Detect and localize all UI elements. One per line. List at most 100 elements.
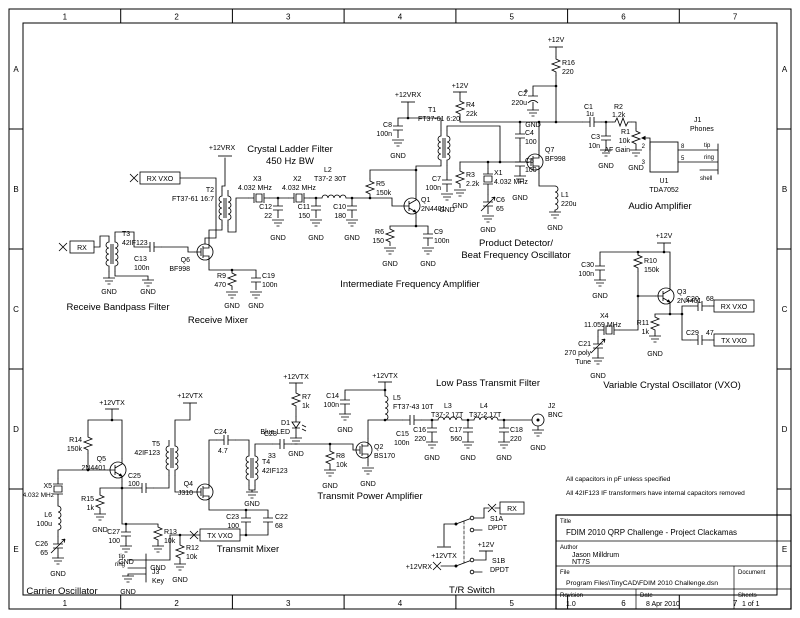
label-gnd: GND [647, 351, 663, 358]
transistor-Q3 [654, 283, 675, 309]
label-r14: R14 [69, 437, 82, 444]
label-1k: 1k [302, 403, 310, 410]
label-gnd: GND [360, 481, 376, 488]
label-100: 100 [227, 523, 239, 530]
label-100n: 100n [394, 440, 410, 447]
label-10k: 10k [164, 538, 176, 545]
label-470: 470 [214, 282, 226, 289]
label-1k: 1k [642, 329, 650, 336]
crystal-X2 [287, 192, 311, 204]
inductor-L2 [321, 194, 347, 199]
label-10k: 10k [619, 138, 631, 145]
revision-label: Revision [560, 593, 583, 599]
label-100n: 100n [134, 265, 150, 272]
label-r5: R5 [376, 181, 385, 188]
label-12v: +12V [548, 37, 565, 44]
file-label: File [560, 570, 570, 576]
label-gnd: GND [424, 455, 440, 462]
capacitor-C5 [514, 153, 526, 175]
label-gnd: GND [496, 455, 512, 462]
file-path: Program Files\TinyCAD\FDIM 2010 Challeng… [566, 580, 718, 587]
label-12vrx: +12VRX [395, 92, 422, 99]
transformer-T5 [165, 439, 179, 477]
label-rx-vxo: RX VXO [147, 176, 174, 183]
label-gnd: GND [172, 577, 188, 584]
label-100u: 100u [36, 521, 52, 528]
transformer-T3 [105, 235, 119, 273]
transistor-Q6 [193, 239, 214, 265]
border-col-bottom-4: 4 [398, 599, 403, 608]
resistor-R15 [95, 491, 105, 513]
label-150k: 150k [67, 446, 83, 453]
net-flag-12vrx [432, 561, 442, 571]
label-s1a: S1A [490, 516, 504, 523]
label-l4: L4 [480, 403, 488, 410]
label-gnd: GND [547, 225, 563, 232]
net-box-tx-vxo-out [713, 333, 755, 347]
label-150: 150 [372, 238, 384, 245]
label-22: 22 [264, 213, 272, 220]
label-x1: X1 [494, 170, 503, 177]
label-150: 150 [298, 213, 310, 220]
label-transmit-mixer: Transmit Mixer [217, 544, 279, 555]
resistor-R14 [83, 433, 93, 455]
resistor-R4 [455, 97, 465, 119]
capacitor-C17 [462, 419, 474, 441]
label-variable-crystal-oscillator-vxo: Variable Crystal Oscillator (VXO) [603, 380, 741, 391]
note-transformers: All 42IF123 IF transformers have interna… [566, 490, 745, 497]
label-180: 180 [334, 213, 346, 220]
resistor-R12 [175, 541, 185, 563]
title-block: Title FDIM 2010 QRP Challenge - Project … [555, 514, 792, 610]
label-s1b: S1B [492, 558, 506, 565]
capacitor-C23 [240, 509, 252, 531]
label-l3: L3 [444, 403, 452, 410]
label-c1: C1 [584, 104, 593, 111]
label-c4: C4 [525, 130, 534, 137]
label-rx: RX [507, 506, 517, 513]
capacitor-C4 [514, 125, 526, 147]
label-r12: R12 [186, 545, 199, 552]
label-47: 47 [706, 330, 714, 337]
label-12vrx: +12VRX [209, 145, 236, 152]
label-c9: C9 [434, 229, 443, 236]
label-ft37-61-6-20: FT37-61 6:20 [418, 116, 460, 123]
crystal-X3 [247, 192, 271, 204]
wires-transmit-mixer [127, 439, 273, 583]
label-2n4401: 2N4401 [421, 206, 446, 213]
border-col-top-4: 4 [398, 13, 403, 22]
sheets-label: Sheets [738, 593, 757, 599]
transistor-Q4 [193, 479, 214, 505]
resistor-R13 [153, 523, 163, 545]
label-65: 65 [40, 550, 48, 557]
label-dpdt: DPDT [488, 525, 508, 532]
label-42if123: 42IF123 [262, 468, 288, 475]
label-68: 68 [275, 523, 283, 530]
label-c28: C28 [264, 431, 277, 438]
label-r6: R6 [375, 229, 384, 236]
capacitor-C24 [215, 434, 237, 446]
trimmer-C26 [50, 535, 66, 557]
label-2n4401: 2N4401 [677, 298, 702, 305]
potentiometer-R1 [631, 127, 641, 149]
border-col-bottom-6: 6 [621, 599, 626, 608]
label-4-032-mhz: 4.032 MHz [494, 179, 528, 186]
capacitor-C30 [594, 257, 606, 279]
resistor-R7 [291, 389, 301, 411]
capacitor-C12 [272, 197, 284, 219]
label-100: 100 [108, 538, 120, 545]
label-220: 220 [510, 436, 522, 443]
label-gnd: GND [530, 445, 546, 452]
label-x4: X4 [600, 313, 609, 320]
label-carrier-oscillator: Carrier Oscillator [26, 586, 97, 597]
schematic-notes: All capacitors in pF unless specified Al… [566, 476, 745, 497]
label-r16: R16 [562, 60, 575, 67]
label-gnd: GND [308, 235, 324, 242]
border-col-top-6: 6 [621, 13, 626, 22]
label-12vtx: +12VTX [177, 393, 203, 400]
label-gnd: GND [322, 483, 338, 490]
capacitor-C1 [581, 116, 603, 128]
border-row-right-D: D [782, 425, 788, 434]
label-c20: C20 [686, 296, 699, 303]
capacitor-C27 [120, 523, 132, 545]
label-42if123: 42IF123 [122, 240, 148, 247]
